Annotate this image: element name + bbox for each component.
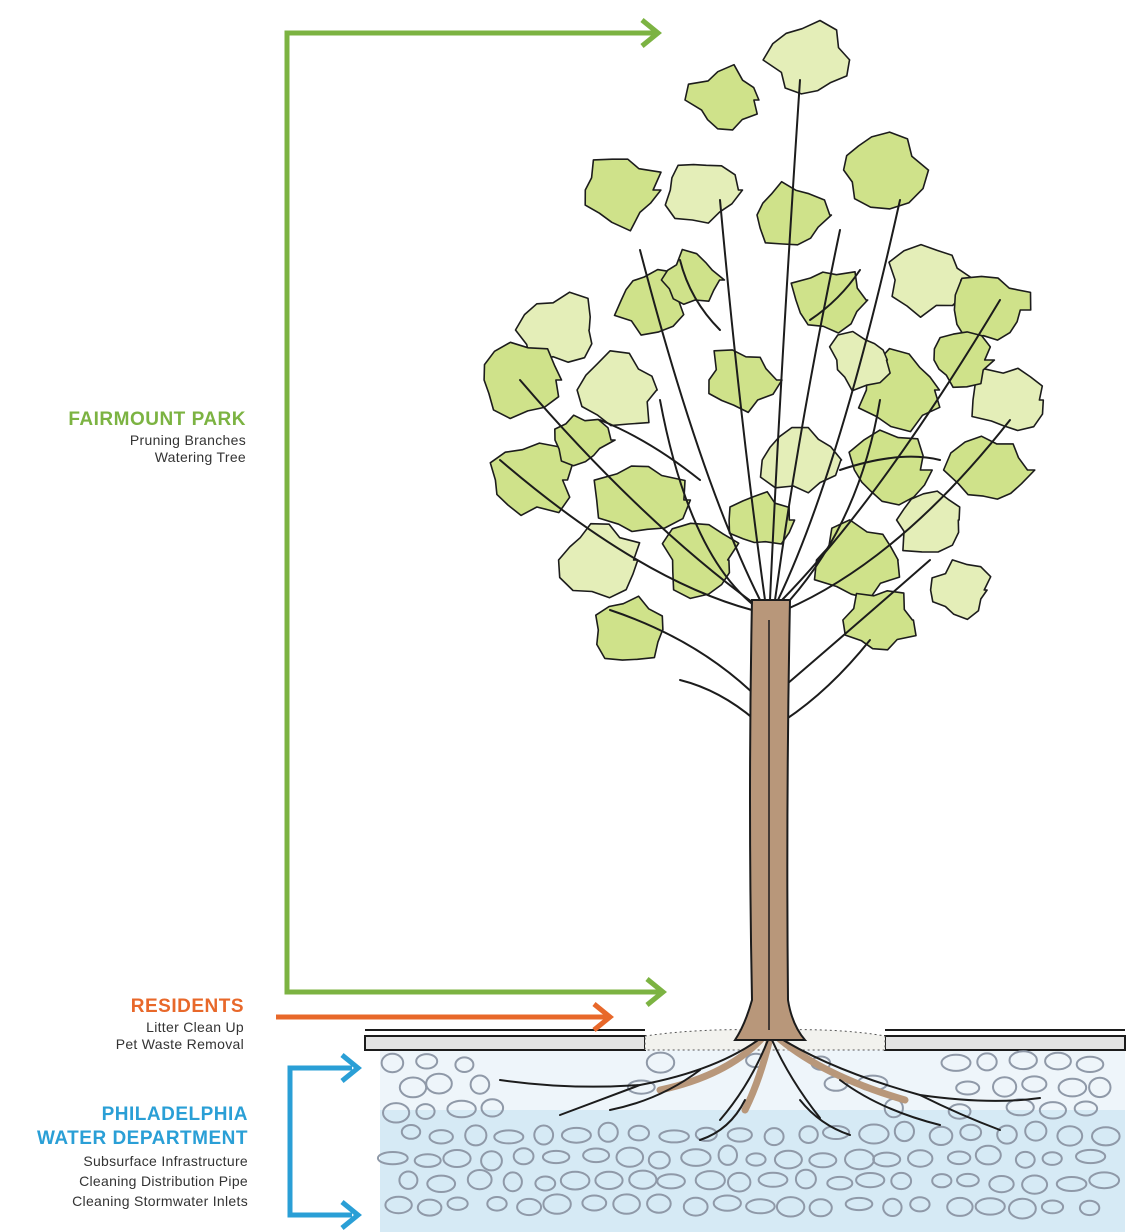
leaf-cluster [844, 132, 929, 209]
residents-arrow-right-icon [276, 1004, 610, 1030]
fairmount-park-item: Watering Tree [68, 449, 246, 467]
leaf-cluster [763, 21, 850, 94]
leaf-cluster [843, 591, 916, 650]
leaf-cluster [596, 596, 663, 660]
ground-section [365, 1030, 1125, 1232]
leaf-cluster [665, 165, 742, 224]
foliage-clusters [484, 21, 1043, 661]
leaf-cluster [954, 276, 1030, 340]
fairmount-park-label-block: FAIRMOUNT PARK Pruning Branches Watering… [68, 408, 246, 467]
leaf-cluster [757, 182, 831, 245]
tree-trunk [735, 600, 805, 1040]
water-department-item: Cleaning Stormwater Inlets [37, 1191, 248, 1211]
leaf-cluster [484, 342, 561, 418]
water-department-item: Cleaning Distribution Pipe [37, 1171, 248, 1191]
residents-item: Litter Clean Up [116, 1019, 244, 1037]
water-department-title: PHILADELPHIA [37, 1103, 248, 1127]
sidewalk-left [365, 1030, 645, 1050]
leaf-cluster [559, 524, 640, 598]
leaf-cluster [585, 159, 661, 231]
leaf-cluster [931, 560, 991, 620]
leaf-cluster [709, 350, 782, 413]
leaf-cluster [815, 520, 900, 599]
leaf-cluster [577, 351, 657, 426]
leaf-cluster [685, 65, 759, 130]
water-department-title: WATER DEPARTMENT [37, 1127, 248, 1151]
water-department-bracket-arrow-icon [290, 1055, 358, 1228]
residents-title: RESIDENTS [116, 995, 244, 1019]
water-department-label-block: PHILADELPHIA WATER DEPARTMENT Subsurface… [37, 1103, 248, 1211]
water-department-item: Subsurface Infrastructure [37, 1151, 248, 1171]
fairmount-park-item: Pruning Branches [68, 432, 246, 450]
residents-item: Pet Waste Removal [116, 1036, 244, 1054]
residents-label-block: RESIDENTS Litter Clean Up Pet Waste Remo… [116, 995, 244, 1054]
sidewalk-right [885, 1030, 1125, 1050]
fairmount-park-title: FAIRMOUNT PARK [68, 408, 246, 432]
